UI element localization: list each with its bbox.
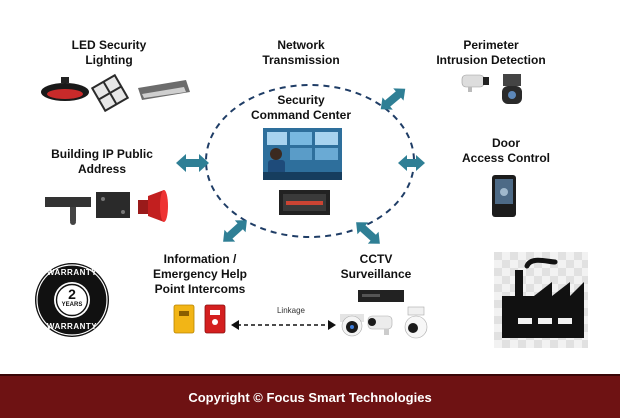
factory-icon [494,252,588,348]
dome-camera-icon [340,314,364,337]
horn-speaker-icon [138,190,168,222]
perimeter-bullet-camera-icon [461,74,489,92]
nvr-recorder-icon [358,290,404,302]
warranty-badge-icon [35,263,109,337]
led-streetlight-icon [138,80,190,100]
command-center-photo-icon [263,128,342,180]
ptz-camera-icon [404,306,428,339]
footer-bar: Copyright © Focus Smart Technologies [0,374,620,418]
copyright-text: Copyright © Focus Smart Technologies [188,390,432,405]
badge-number: 2 [68,286,76,302]
perimeter-radar-camera-icon [502,74,522,104]
bullet-camera-icon [367,315,393,335]
linkage-arrow [231,320,336,330]
red-intercom-icon [204,304,226,334]
badge-bottom-text: WARRANTY [46,322,98,331]
yellow-intercom-icon [173,304,195,334]
led-floodlight-icon [90,73,130,113]
arrow-info [223,220,247,242]
monitor-screen-icon [279,190,330,215]
ip-amplifier-icon [45,197,91,225]
led-highbay-light-icon [41,77,89,101]
badge-unit: YEARS [61,302,83,308]
linkage-label: Linkage [276,306,306,315]
arrow-perimeter [380,88,406,110]
door-access-terminal-icon [492,175,516,217]
ip-speaker-box-icon [96,192,130,218]
arrow-door [398,155,425,171]
arrow-cctv [356,222,380,244]
arrow-led [176,154,209,172]
badge-top-text: WARRANTY [46,268,98,277]
